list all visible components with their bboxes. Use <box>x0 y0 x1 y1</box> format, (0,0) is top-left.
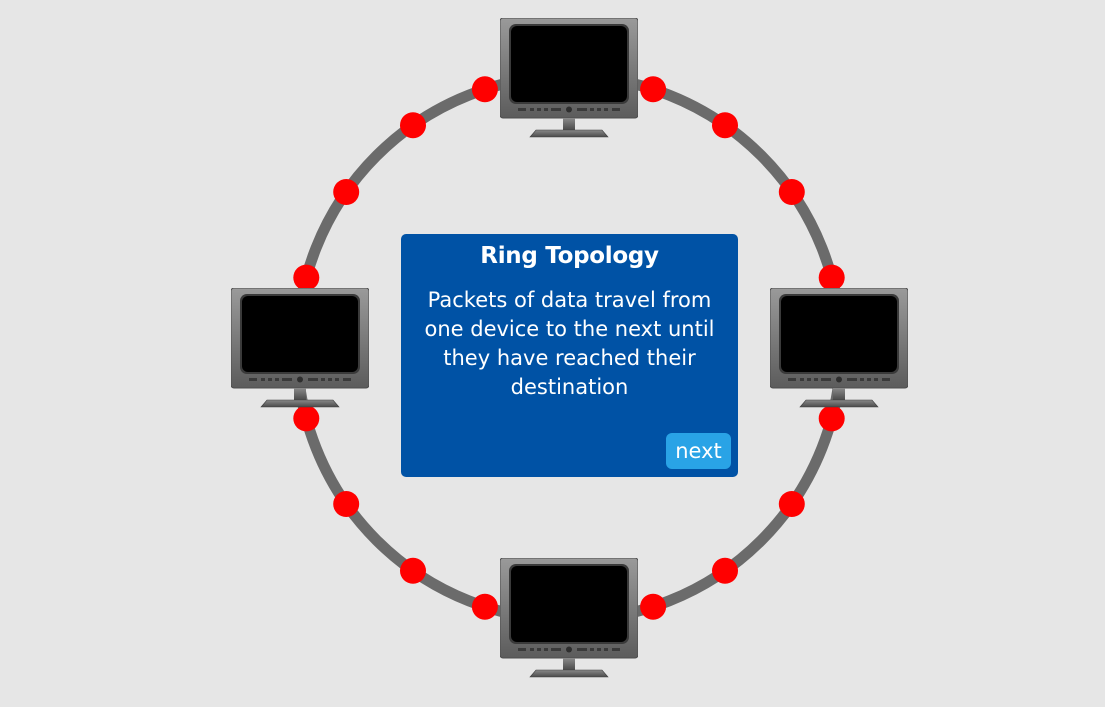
ring-connection-node <box>400 557 426 584</box>
ring-connection-node <box>818 405 845 432</box>
ring-connection-node <box>818 264 845 291</box>
ring-connection-node <box>293 405 320 432</box>
ring-connection-node <box>778 491 805 517</box>
computer-right <box>770 288 908 408</box>
ring-connection-node <box>333 491 360 517</box>
computer-left <box>231 288 369 408</box>
ring-connection-node <box>471 76 498 103</box>
computer-monitor-icon <box>770 288 908 408</box>
diagram-description: Packets of data travel from one device t… <box>424 288 715 399</box>
ring-connection-node <box>778 179 805 205</box>
ring-connection-node <box>400 112 426 139</box>
ring-connection-node <box>640 593 667 620</box>
computer-top <box>500 18 638 138</box>
next-button[interactable]: next <box>666 433 731 469</box>
ring-connection-node <box>333 179 360 205</box>
ring-connection-node <box>471 593 498 620</box>
info-panel: Ring Topology Packets of data travel fro… <box>401 234 738 477</box>
ring-connection-node <box>712 557 738 584</box>
ring-connection-node <box>712 112 738 139</box>
computer-monitor-icon <box>500 18 638 138</box>
ring-connection-node <box>640 76 667 103</box>
diagram-title: Ring Topology <box>480 243 659 269</box>
computer-monitor-icon <box>500 558 638 678</box>
computer-bottom <box>500 558 638 678</box>
computer-monitor-icon <box>231 288 369 408</box>
ring-connection-node <box>293 264 320 291</box>
